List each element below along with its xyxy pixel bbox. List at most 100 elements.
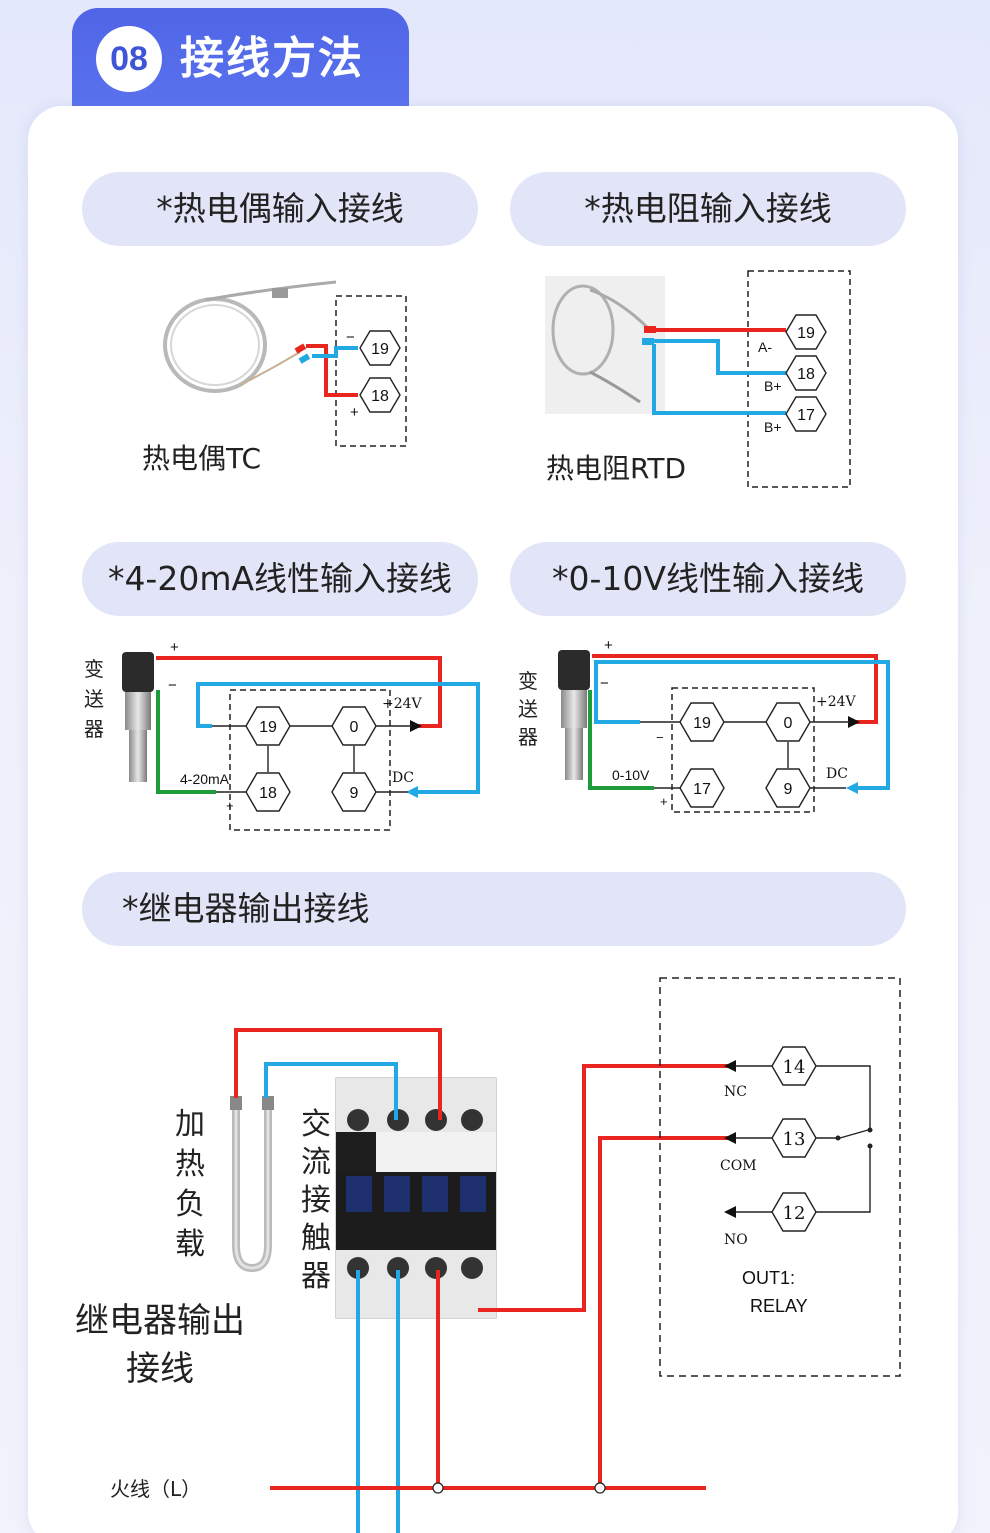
ma-transmitter-image [122, 652, 154, 782]
rtd-terminal-18: 18 [785, 355, 827, 391]
tc-terminal-19: 19 [359, 330, 401, 366]
ma-green-wire [156, 690, 216, 794]
svg-text:19: 19 [259, 719, 277, 736]
rtd-caption: 热电阻RTD [546, 452, 686, 485]
v-device-char-3: 器 [518, 725, 538, 749]
tc-caption: 热电偶TC [142, 442, 261, 475]
relay-nc-label: NC [724, 1084, 747, 1100]
heater-char-4: 载 [175, 1227, 205, 1262]
relay-title: *继电器输出接线 [82, 872, 906, 946]
ma-minus-top: − [168, 677, 177, 694]
v-red-wire [592, 654, 878, 724]
relay-no-label: NO [724, 1232, 748, 1248]
svg-text:13: 13 [783, 1129, 806, 1150]
svg-text:12: 12 [783, 1203, 806, 1224]
ma-plus-bottom: + [226, 798, 234, 813]
heater-blue-wire [264, 1062, 398, 1120]
ma-title: *4-20mA线性输入接线 [82, 542, 478, 616]
svg-text:18: 18 [797, 366, 815, 383]
svg-text:9: 9 [350, 785, 359, 802]
rtd-terminal-17: 17 [785, 396, 827, 432]
v-green-wire [588, 690, 654, 790]
relay-terminal-box [659, 977, 901, 1377]
ma-terminal-18: 18 [245, 772, 291, 812]
live-wire-label: 火线（L） [110, 1477, 201, 1501]
ma-blue-wire [196, 682, 480, 794]
heater-char-2: 热 [175, 1147, 205, 1182]
svg-text:17: 17 [797, 407, 815, 424]
svg-text:0: 0 [784, 715, 793, 732]
ma-dc-label: DC [392, 770, 414, 786]
tc-terminal-box [335, 295, 407, 447]
relay-relay-label: RELAY [750, 1296, 808, 1316]
ma-diagram: 变 送 器 19 0 18 9 + − 4-20mA +24V DC + [84, 639, 480, 831]
v-minus-mid: − [656, 730, 664, 745]
tc-plus-label: + [350, 404, 359, 421]
contactor-char-4: 触 [301, 1221, 331, 1256]
svg-text:18: 18 [371, 388, 389, 405]
svg-text:17: 17 [693, 781, 711, 798]
v-diagram: 变 送 器 19 0 17 9 + − − 0-10V +24V DC + [518, 637, 890, 813]
relay-caption-line2: 接线 [126, 1349, 194, 1389]
v-terminal-9: 9 [765, 768, 811, 808]
coil-to-nc-wire [478, 1064, 728, 1312]
thermocouple-probe-image [163, 280, 337, 393]
ma-device-char-2: 送 [84, 687, 104, 711]
v-plus-top: + [604, 637, 613, 654]
rtd-probe-image [545, 276, 665, 414]
tc-terminal-18: 18 [359, 377, 401, 413]
ma-plus-top: + [170, 639, 179, 656]
v-signal-label: 0-10V [612, 767, 650, 783]
v-terminal-0: 0 [765, 702, 811, 742]
v-minus-top: − [600, 675, 609, 692]
tc-minus-label: − [346, 329, 355, 346]
rtd-diagram: 19 18 17 A- B+ B+ 热电阻RTD [545, 270, 851, 488]
v-device-char-1: 变 [518, 669, 538, 693]
ma-red-wire [156, 656, 442, 728]
relay-com-label: COM [720, 1158, 757, 1174]
svg-text:19: 19 [371, 341, 389, 358]
v-terminal-19: 19 [679, 702, 725, 742]
v-plus-bottom: + [660, 794, 668, 809]
svg-text:9: 9 [784, 781, 793, 798]
ma-power-label: +24V [382, 696, 423, 712]
rtd-blue-wire-b [652, 344, 786, 415]
contactor-char-1: 交 [301, 1107, 331, 1142]
section-number-badge: 08 [96, 26, 162, 92]
contactor-char-5: 器 [301, 1259, 331, 1294]
tc-title: *热电偶输入接线 [82, 172, 478, 246]
ma-device-char-3: 器 [84, 717, 104, 741]
tc-red-wire [306, 344, 358, 397]
v-terminal-17: 17 [679, 768, 725, 808]
rtd-label-a: A- [758, 339, 772, 355]
ma-signal-label: 4-20mA [180, 771, 230, 787]
ma-terminal-19: 19 [245, 706, 291, 746]
svg-text:0: 0 [350, 719, 359, 736]
svg-text:14: 14 [783, 1057, 806, 1078]
tc-blue-wire [312, 346, 358, 358]
live-to-com-wire [598, 1136, 728, 1488]
relay-terminal-13: 13 [771, 1118, 817, 1158]
ma-terminal-9: 9 [331, 772, 377, 812]
relay-diagram: 加 热 负 载 交 流 接 触 器 [75, 977, 901, 1533]
ma-terminal-0: 0 [331, 706, 377, 746]
relay-caption-line1: 继电器输出 [75, 1301, 245, 1341]
heater-char-1: 加 [175, 1107, 205, 1142]
contactor-char-2: 流 [301, 1145, 331, 1180]
relay-terminal-14: 14 [771, 1046, 817, 1086]
v-transmitter-image [558, 650, 590, 780]
v-dc-label: DC [826, 766, 848, 782]
svg-text:19: 19 [797, 325, 815, 342]
contactor-char-3: 接 [301, 1183, 331, 1218]
heater-red-wire [234, 1028, 442, 1120]
v-device-char-2: 送 [518, 697, 538, 721]
ma-device-char-1: 变 [84, 657, 104, 681]
contactor-image [335, 1077, 497, 1319]
relay-out-label: OUT1: [742, 1268, 795, 1288]
rtd-label-b1: B+ [764, 378, 782, 394]
relay-terminal-12: 12 [771, 1192, 817, 1232]
rtd-label-b2: B+ [764, 419, 782, 435]
thermocouple-diagram: 19 18 − + 热电偶TC [142, 280, 407, 475]
v-blue-wire [594, 660, 890, 790]
